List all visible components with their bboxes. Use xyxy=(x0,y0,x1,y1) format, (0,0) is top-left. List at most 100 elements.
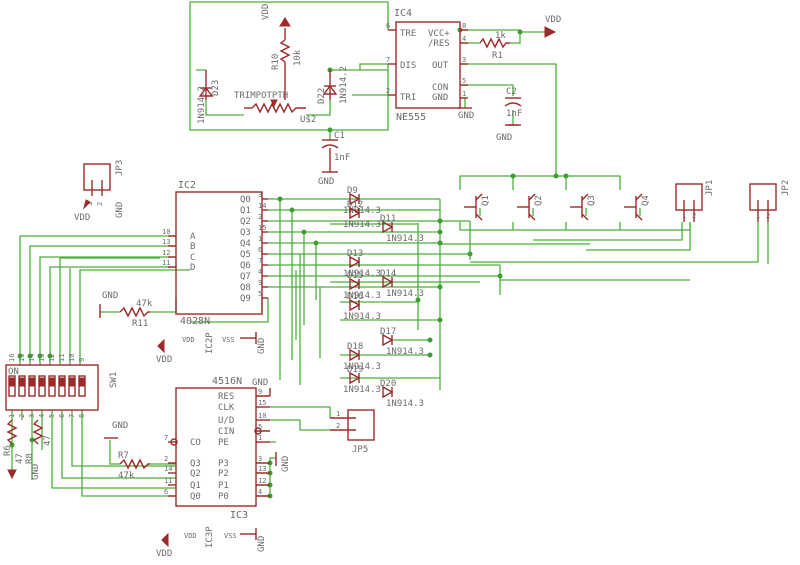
resistor-r8[interactable]: R8 47 47 xyxy=(15,419,53,464)
dip-switch-lever[interactable] xyxy=(68,375,76,397)
resistor-r10[interactable]: VDD R10 10k xyxy=(261,4,303,100)
diode-d23[interactable]: D23 1N914.2 xyxy=(197,70,221,124)
wires xyxy=(11,1,769,497)
diode-left-ref: D18 xyxy=(347,342,363,352)
gnd-symbol-555: GND xyxy=(458,107,474,121)
diode-right[interactable]: D11 1N914.3 xyxy=(380,214,424,244)
jumper-jp5[interactable]: 1 2 JP5 xyxy=(330,409,375,455)
sw1-top-num: 14 xyxy=(28,354,36,362)
ic3-right-num: 12 xyxy=(258,477,266,485)
ic2-output-label: Q5 xyxy=(240,250,251,260)
dip-switch-lever[interactable] xyxy=(48,375,56,397)
diode-right[interactable]: D17 1N914.3 xyxy=(380,327,424,357)
diode-left[interactable]: D9 1N914.3 xyxy=(343,186,381,216)
jp2-pin2: 2 xyxy=(766,212,770,220)
resistor-r11[interactable]: R11 47k GND xyxy=(99,291,153,329)
transistor-array: Q1 Q2 Q3 Q4 xyxy=(464,193,651,221)
ic3-left-num: 2 xyxy=(164,455,168,463)
capacitor-c1[interactable]: C1 1nF GND xyxy=(318,131,350,187)
sw1-bottom-num: 3 xyxy=(28,414,36,418)
diode-left-value: 1N914.3 xyxy=(343,291,381,301)
ic2-output-label: Q2 xyxy=(240,217,251,227)
jumper-jp2[interactable]: JP2 1 2 xyxy=(749,180,791,222)
diode-right-value: 1N914.3 xyxy=(386,234,424,244)
sw1-bottom-num: 5 xyxy=(48,414,56,418)
sw1-top-num: 16 xyxy=(8,354,16,362)
resistor-r6[interactable]: R6 GND xyxy=(3,419,41,480)
ic2p-gnd-label: GND xyxy=(257,338,267,354)
trimpot-ref: TRIMPOTPTH xyxy=(234,91,288,101)
ic4-555-timer[interactable]: IC4 NE555 TRE VCC+ /RES DIS OUT CON TRI … xyxy=(386,8,468,123)
ic2p-ref: IC2P xyxy=(205,332,215,354)
r7-ref: R7 xyxy=(118,451,129,461)
diode-left-value: 1N914.3 xyxy=(343,206,381,216)
transistor-q3[interactable]: Q3 xyxy=(570,193,597,221)
ic2-input-num: 10 xyxy=(162,228,170,236)
ic2p-vdd-label: VDD xyxy=(156,355,172,365)
sw1-top-num: 9 xyxy=(78,358,86,362)
dip-switch-lever[interactable] xyxy=(78,375,86,397)
dip-switch-lever[interactable] xyxy=(38,375,46,397)
jp2-pin1: 1 xyxy=(756,212,760,220)
jp1-pin2: 2 xyxy=(692,212,696,220)
trimpot-u2[interactable]: TRIMPOTPTH U$2 xyxy=(234,91,316,125)
ic3-right-label: CIN xyxy=(218,427,234,437)
c2-value: 1nF xyxy=(506,109,522,119)
diode-right-ref: D17 xyxy=(380,327,396,337)
gnd-label-r7: GND xyxy=(112,421,128,431)
jumper-jp3[interactable]: JP3 1 2 VDD GND xyxy=(74,160,125,223)
ic3-right-num: 15 xyxy=(258,399,266,407)
ic4-pin-gnd: GND xyxy=(432,93,448,103)
resistor-r1[interactable]: R1 1k xyxy=(479,31,510,61)
diode-left-ref: D9 xyxy=(347,186,358,196)
ic2-output-num: 6 xyxy=(258,246,262,254)
diode-matrix-left: D91N914.3D121N914.3D131N914.3D151N914.3D… xyxy=(343,186,381,395)
ic3-left-label: Q3 xyxy=(190,459,201,469)
sw1-bottom-num: 4 xyxy=(38,414,46,418)
dip-switch-lever[interactable] xyxy=(18,375,26,397)
r1-value: 1k xyxy=(495,31,506,41)
ic3-right-label: U/D xyxy=(218,416,234,426)
ic3-right-num: 10 xyxy=(258,412,266,420)
capacitor-c2[interactable]: C2 1nF GND xyxy=(496,87,522,143)
ic3-right-label: PE xyxy=(218,438,229,448)
dip-switch-lever[interactable] xyxy=(28,375,36,397)
sw1-bottom-num: 6 xyxy=(58,414,66,418)
diode-right-ref: D11 xyxy=(380,214,396,224)
ic4-num-6: 6 xyxy=(386,22,390,30)
transistor-q1[interactable]: Q1 xyxy=(464,193,491,221)
jumper-jp1[interactable]: JP1 1 2 xyxy=(675,180,715,222)
diode-right-value: 1N914.3 xyxy=(386,347,424,357)
ic3-left-label: Q2 xyxy=(190,469,201,479)
ic4-pin-out: OUT xyxy=(432,61,449,71)
transistor-q4[interactable]: Q4 xyxy=(624,193,651,221)
ic4-num-4: 4 xyxy=(462,35,466,43)
ic3-right-num: 4 xyxy=(258,488,262,496)
dip-switch-lever[interactable] xyxy=(58,375,66,397)
transistor-q2[interactable]: Q2 xyxy=(517,193,544,221)
diode-left-ref: D16 xyxy=(347,292,363,302)
ic2-output-label: Q4 xyxy=(240,239,251,249)
ic3p-vdd-label: VDD xyxy=(156,549,172,559)
ic2-input-label: B xyxy=(190,242,195,252)
dip-switch-lever[interactable] xyxy=(8,375,16,397)
r6-value: 47 xyxy=(15,453,25,464)
vdd-label-555: VDD xyxy=(545,15,561,25)
resistor-r7[interactable]: R7 47k GND xyxy=(104,421,150,481)
jp1-pin1: 1 xyxy=(682,212,686,220)
diode-d22[interactable]: D22 1N914.2 xyxy=(317,66,349,104)
c2-ref: C2 xyxy=(506,87,517,97)
jp5-pin2: 2 xyxy=(336,422,340,430)
ic4-num-3: 3 xyxy=(462,56,466,64)
